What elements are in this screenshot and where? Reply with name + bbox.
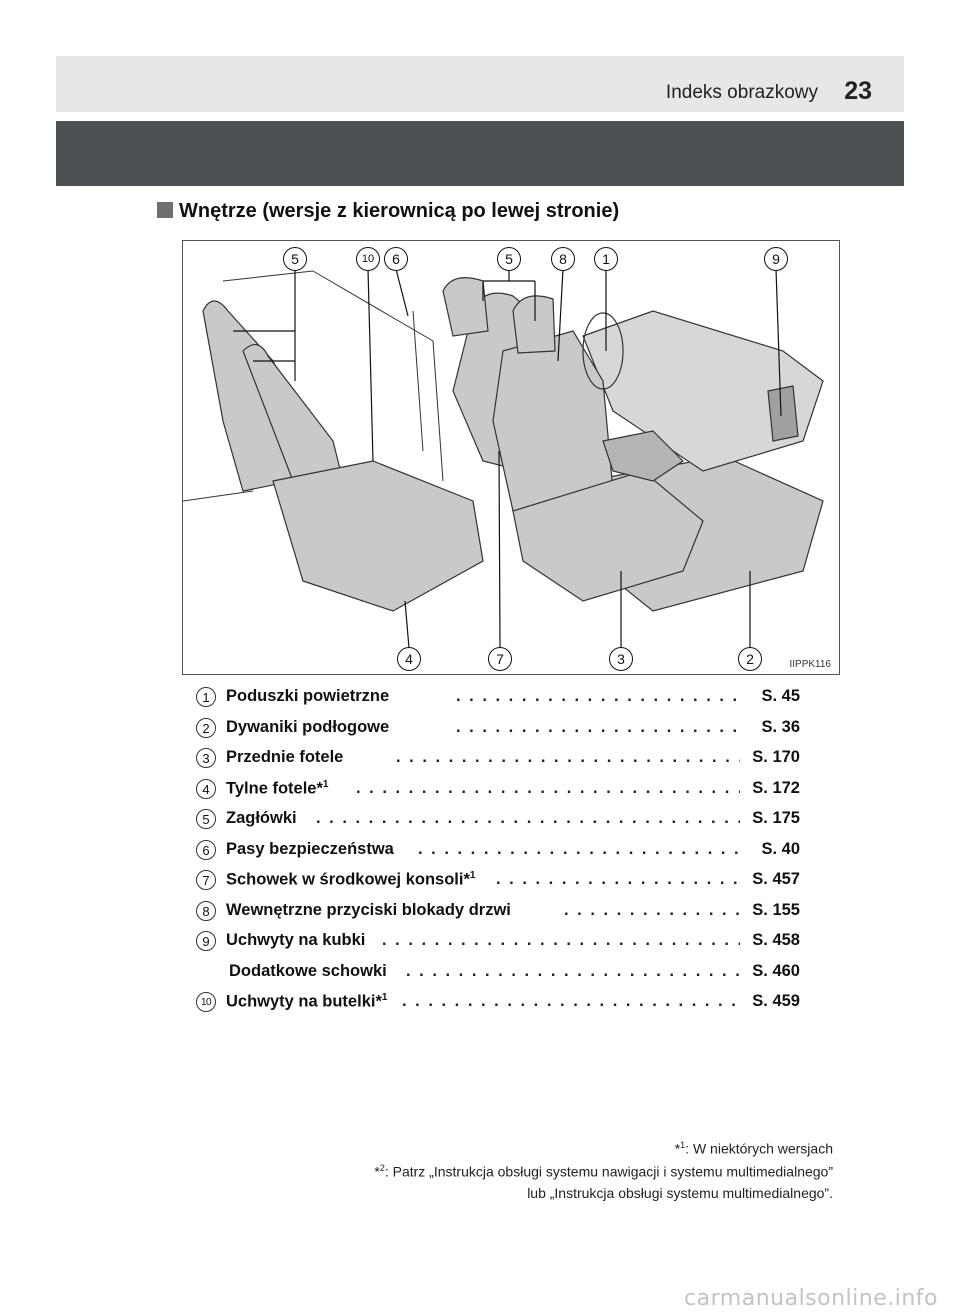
page-link[interactable]: S. 170 (752, 748, 800, 766)
footnote-1: *1: W niektórych wersjach (674, 1140, 833, 1157)
callout-5a: 5 (283, 247, 307, 271)
legend-number: 10 (196, 992, 216, 1012)
page-link[interactable]: S. 155 (752, 900, 800, 919)
page-link[interactable]: S. 36 (761, 717, 800, 736)
callout-1: 1 (594, 247, 618, 271)
legend-item: Dodatkowe schowki . . . . . . . . . . . … (196, 959, 800, 990)
footnote-2-continued: lub „Instrukcja obsługi systemu multimed… (527, 1185, 833, 1201)
leader-dots: . . . . . . . . . . . . . . . . . . . . … (418, 839, 740, 858)
callout-6: 6 (384, 247, 408, 271)
interior-drawing (183, 268, 824, 649)
callout-4: 4 (397, 647, 421, 671)
page-link[interactable]: S. 457 (752, 870, 800, 888)
legend-label: Dodatkowe schowki (229, 961, 387, 980)
interior-illustration: 5 10 6 5 8 1 9 4 7 3 2 IIPPK116 (182, 240, 840, 675)
leader-dots: . . . . . . . . . . . . . . . . . . . . … (406, 961, 740, 980)
legend-label: Zagłówki (226, 809, 297, 827)
leader-dots: . . . . . . . . . . . . . . . . . . . . … (456, 717, 740, 736)
legend-item: 7 Schowek w środkowej konsoli*1 . . . . … (196, 867, 800, 898)
legend-label: Wewnętrzne przyciski blokady drzwi (226, 900, 511, 919)
section-heading-text: Wnętrze (wersje z kierownicą po lewej st… (179, 200, 620, 222)
callout-7: 7 (488, 647, 512, 671)
legend-item: 9 Uchwyty na kubki . . . . . . . . . . .… (196, 928, 800, 959)
legend-item: 3 Przednie fotele . . . . . . . . . . . … (196, 745, 800, 776)
section-band (56, 121, 904, 186)
legend-number: 1 (196, 687, 216, 707)
legend-item: 4 Tylne fotele*1 . . . . . . . . . . . .… (196, 776, 800, 807)
legend-number: 7 (196, 870, 216, 890)
legend-number: 6 (196, 839, 216, 860)
legend-label: Poduszki powietrzne (226, 687, 390, 705)
footnote-2: *2: Patrz „Instrukcja obsługi systemu na… (374, 1163, 833, 1180)
leader-dots: . . . . . . . . . . . . . . . . . . . . … (382, 931, 740, 949)
page-link[interactable]: S. 175 (752, 809, 800, 827)
page-link[interactable]: S. 172 (752, 778, 800, 797)
legend-number: 4 (196, 778, 216, 799)
legend-number: 3 (196, 748, 216, 768)
legend-item: 1 Poduszki powietrzne . . . . . . . . . … (196, 684, 800, 715)
legend-label: Tylne fotele*1 (226, 778, 329, 798)
callout-9: 9 (764, 247, 788, 271)
callout-3: 3 (609, 647, 633, 671)
leader-dots: . . . . . . . . . . . . . . . . . . . . … (356, 778, 740, 797)
leader-dots: . . . . . . . . . . . . . . . . . . . . … (402, 992, 740, 1010)
legend-number: 8 (196, 900, 216, 921)
callout-2: 2 (738, 647, 762, 671)
legend-label: Dywaniki podłogowe (226, 717, 390, 736)
heading-square-icon (157, 202, 173, 218)
page-link[interactable]: S. 459 (752, 992, 800, 1010)
header-bar (56, 56, 904, 112)
legend-item: 5 Zagłówki . . . . . . . . . . . . . . .… (196, 806, 800, 837)
callout-5b: 5 (497, 247, 521, 271)
legend-number: 2 (196, 717, 216, 738)
leader-dots: . . . . . . . . . . . . . . . . . . . . … (316, 809, 740, 827)
callout-8: 8 (551, 247, 575, 271)
legend-label: Przednie fotele (226, 748, 344, 766)
legend-label: Uchwyty na butelki*1 (226, 992, 388, 1011)
legend-item: 8 Wewnętrzne przyciski blokady drzwi . .… (196, 898, 800, 929)
callout-10: 10 (356, 247, 380, 271)
page-link[interactable]: S. 40 (761, 839, 800, 858)
header-title: Indeks obrazkowy (665, 82, 818, 103)
section-heading: Wnętrze (wersje z kierownicą po lewej st… (157, 200, 619, 223)
leader-dots: . . . . . . . . . . . . . . . . . . . . … (456, 687, 740, 705)
legend-item: 10 Uchwyty na butelki*1 . . . . . . . . … (196, 989, 800, 1020)
page-link[interactable]: S. 460 (752, 961, 800, 980)
leader-dots: . . . . . . . . . . . . . . . . . . . . … (396, 748, 740, 766)
figure-code: IIPPK116 (789, 659, 831, 670)
leader-dots: . . . . . . . . . . . . . . . . . . . . … (496, 870, 740, 888)
legend-number: 9 (196, 931, 216, 951)
legend-item: 2 Dywaniki podłogowe . . . . . . . . . .… (196, 715, 800, 746)
leader-dots: . . . . . . . . . . . . . . . . . . . . … (564, 900, 740, 919)
legend-number: 5 (196, 809, 216, 829)
legend-label: Schowek w środkowej konsoli*1 (226, 870, 476, 889)
legend-list: 1 Poduszki powietrzne . . . . . . . . . … (196, 684, 800, 1020)
watermark: carmanualsonline.info (684, 1286, 938, 1311)
legend-item: 6 Pasy bezpieczeństwa . . . . . . . . . … (196, 837, 800, 868)
page-number: 23 (844, 77, 872, 105)
legend-label: Pasy bezpieczeństwa (226, 839, 394, 858)
legend-label: Uchwyty na kubki (226, 931, 366, 949)
page-link[interactable]: S. 45 (761, 687, 800, 705)
page-link[interactable]: S. 458 (752, 931, 800, 949)
